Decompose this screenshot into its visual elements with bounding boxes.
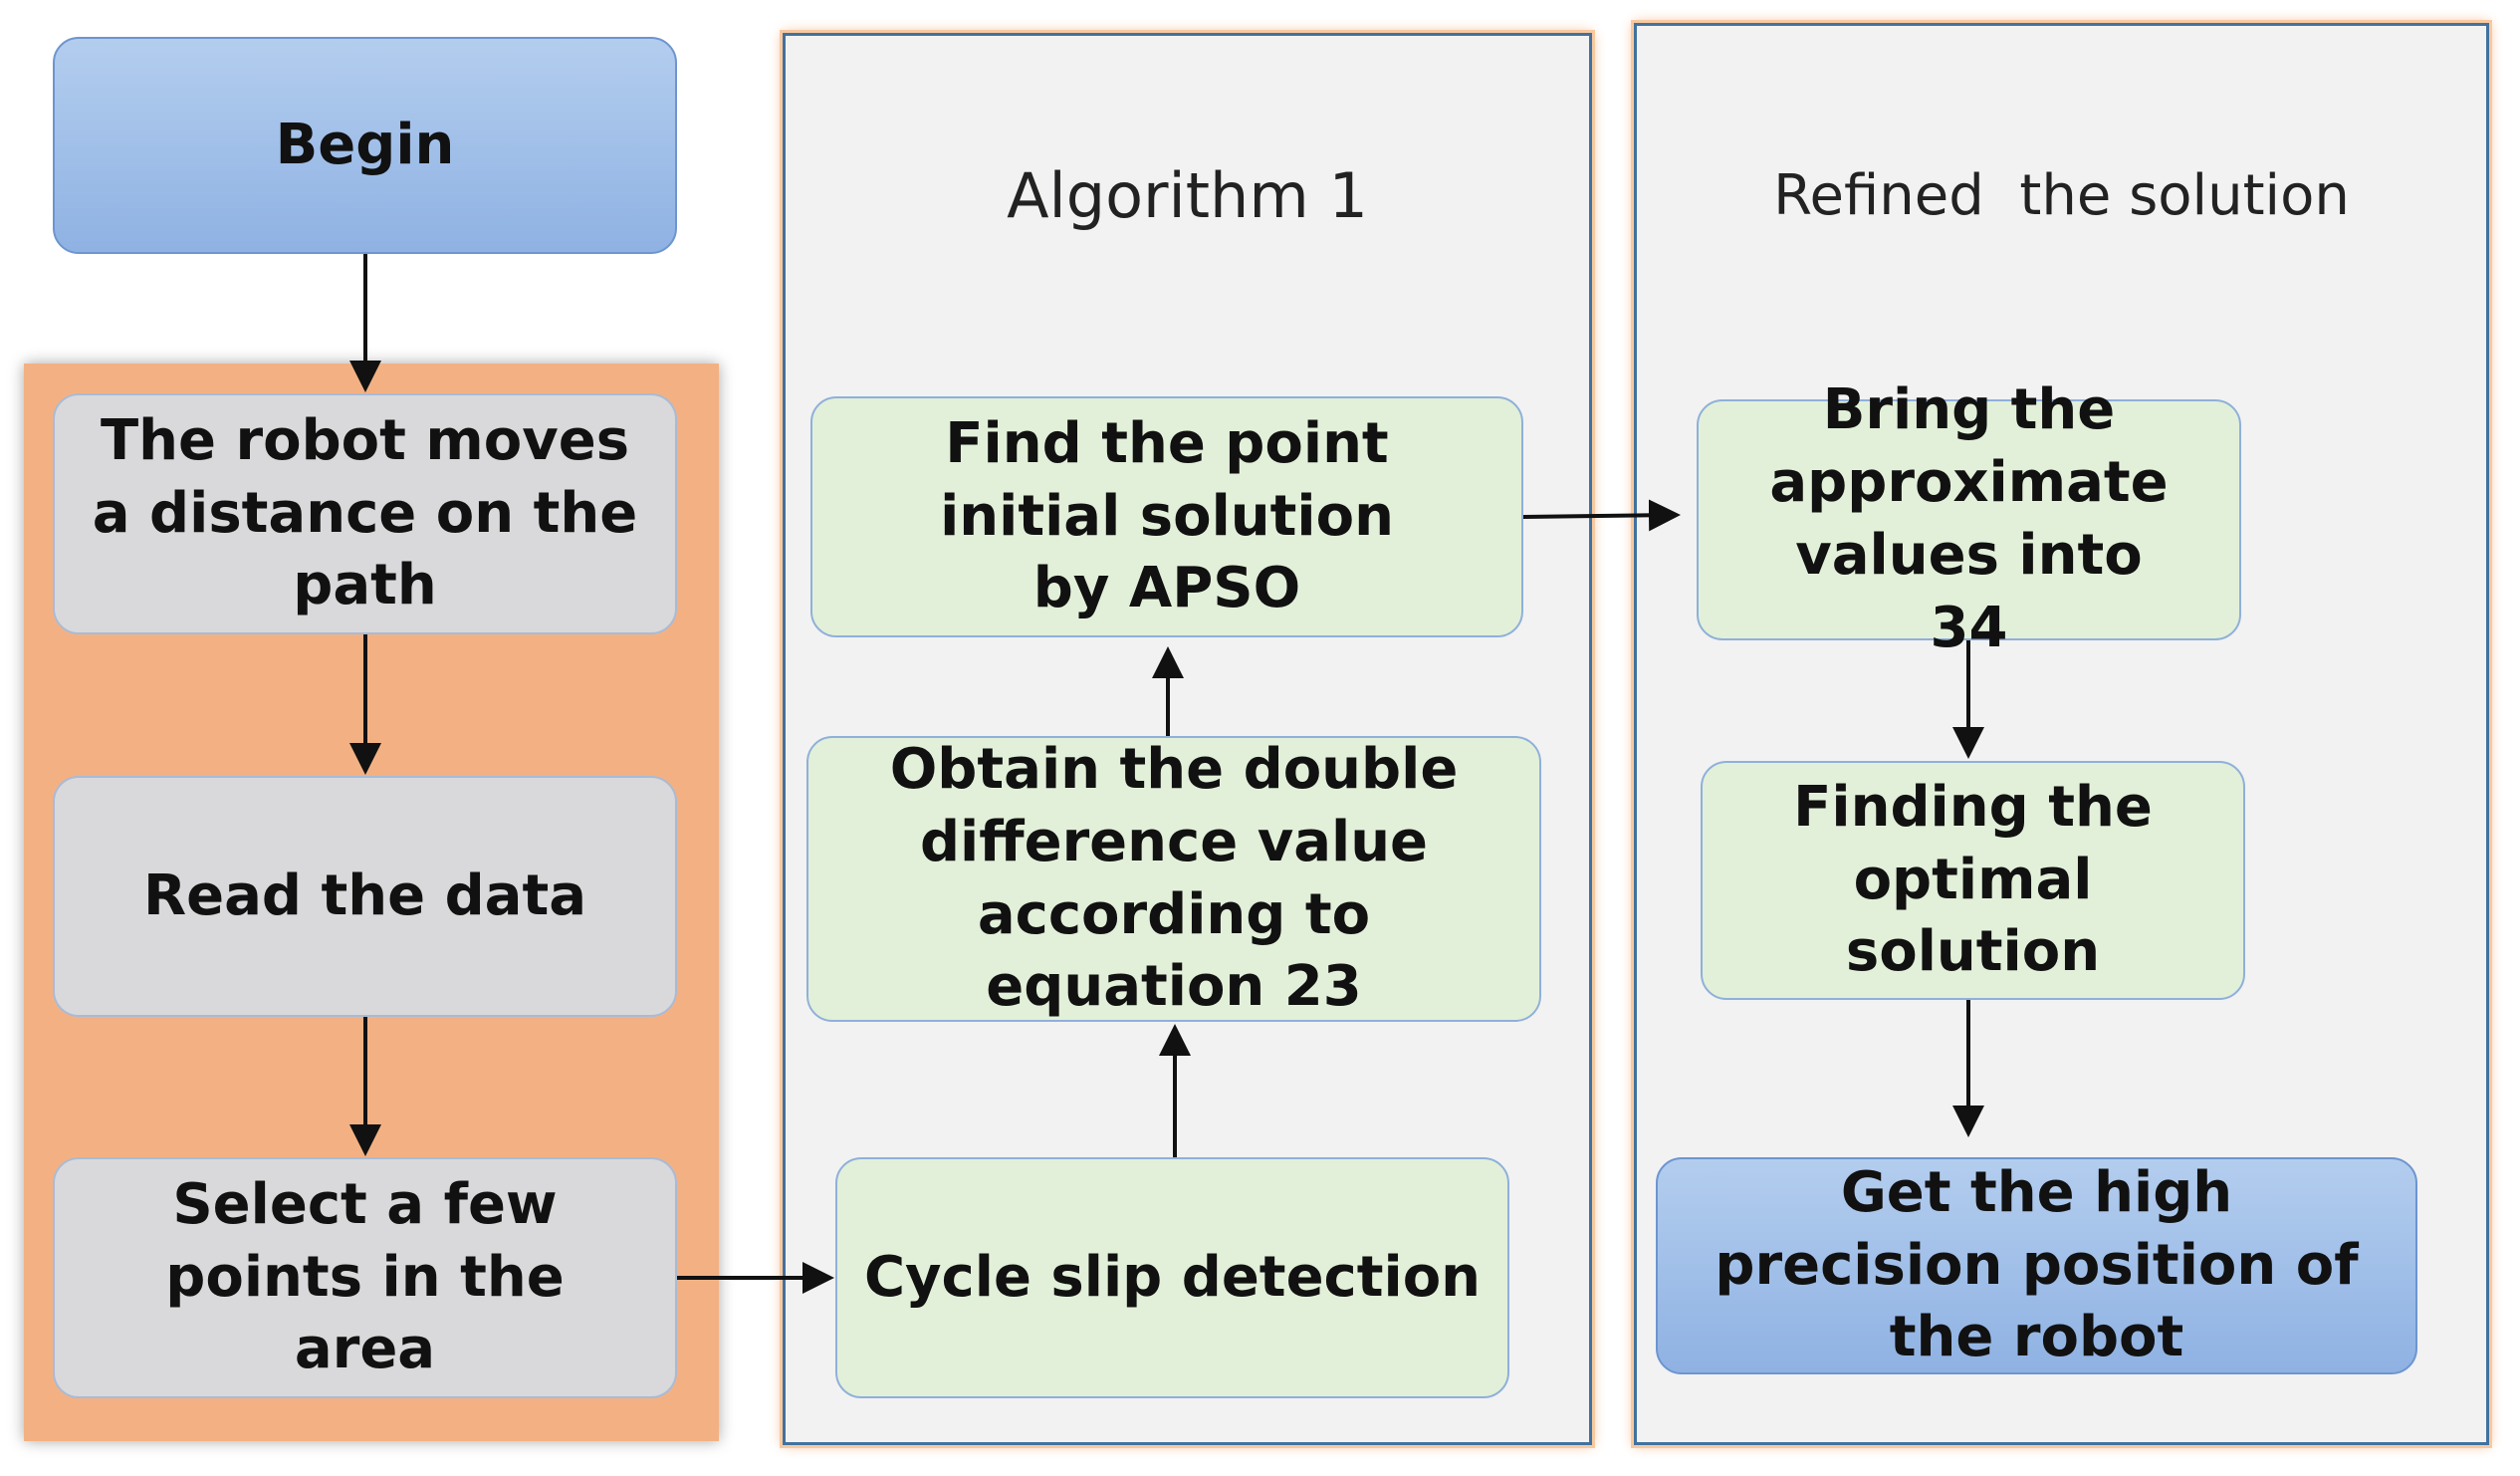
begin-label: Begin bbox=[275, 112, 455, 177]
double-difference-node: Obtain the double difference value accor… bbox=[806, 736, 1541, 1022]
bring-values-label: Bring the approximate values into 34 bbox=[1769, 377, 2169, 660]
bring-values-node: Bring the approximate values into 34 bbox=[1697, 377, 2241, 660]
read-data-label: Read the data bbox=[142, 862, 587, 928]
algorithm-panel-title: Algorithm 1 bbox=[1007, 159, 1368, 232]
read-data-node: Read the data bbox=[53, 776, 677, 1017]
robot-moves-node: The robot moves a distance on the path bbox=[53, 393, 677, 634]
select-points-label: Select a few points in the area bbox=[165, 1171, 565, 1382]
get-position-node: Get the high precision position of the r… bbox=[1656, 1157, 2417, 1374]
double-difference-label: Obtain the double difference value accor… bbox=[889, 736, 1459, 1020]
refine-panel-title: Refined the solution bbox=[1773, 163, 2350, 228]
cycle-slip-label: Cycle slip detection bbox=[863, 1244, 1482, 1310]
get-position-label: Get the high precision position of the r… bbox=[1715, 1159, 2359, 1370]
apso-label: Find the point initial solution by APSO bbox=[940, 410, 1394, 621]
optimal-label: Finding the optimal solution bbox=[1793, 774, 2153, 985]
begin-node: Begin bbox=[53, 37, 677, 254]
apso-node: Find the point initial solution by APSO bbox=[810, 396, 1523, 637]
optimal-node: Finding the optimal solution bbox=[1701, 761, 2245, 1000]
robot-moves-label: The robot moves a distance on the path bbox=[92, 407, 638, 618]
cycle-slip-node: Cycle slip detection bbox=[835, 1157, 1509, 1398]
select-points-node: Select a few points in the area bbox=[53, 1157, 677, 1398]
